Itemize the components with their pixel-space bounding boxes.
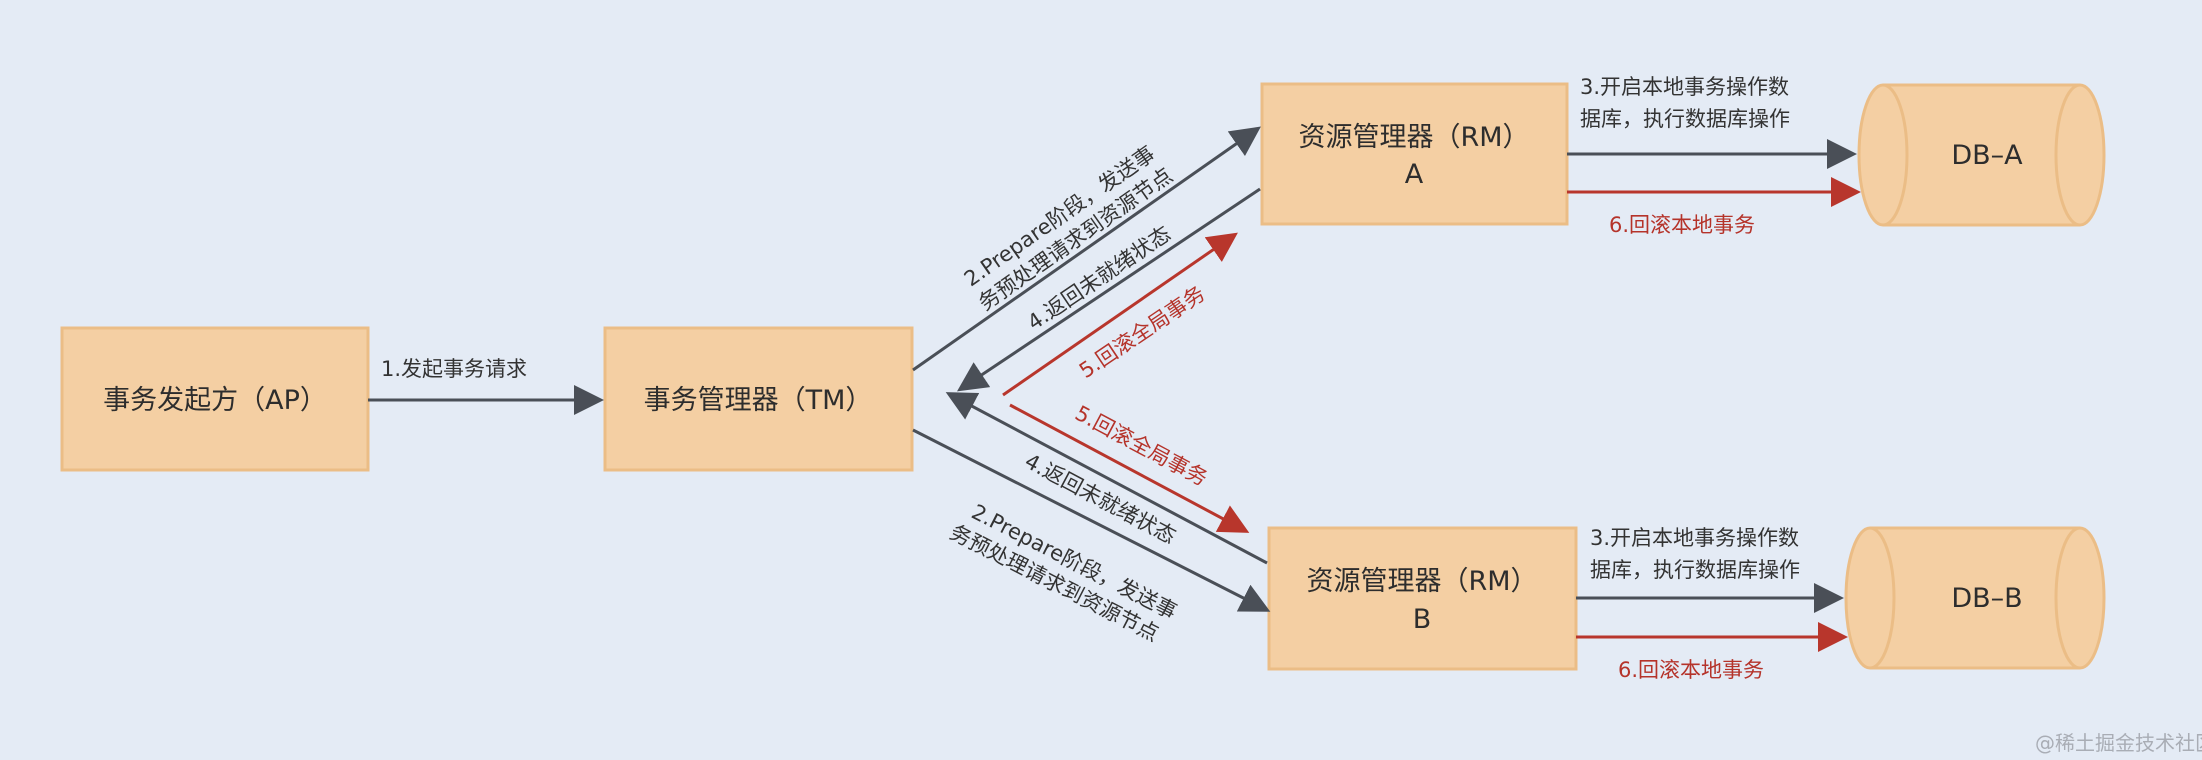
label-step6-a: 6.回滚本地事务 (1609, 213, 1755, 237)
db-b-cylinder: DB–B (1844, 526, 2106, 670)
node-rm-a: 资源管理器（RM） A (1260, 82, 1569, 226)
arrow-rollback-to-rm-a (1002, 232, 1238, 397)
arrow-rollback-to-rm-b (1009, 403, 1250, 533)
label-step3-b-line2: 据库，执行数据库操作 (1590, 558, 1800, 582)
node-rm-b-sub: B (1413, 604, 1432, 635)
label-step3-b-line1: 3.开启本地事务操作数 (1590, 526, 1799, 550)
node-rm-b-title: 资源管理器（RM） (1306, 566, 1537, 597)
label-step5-b: 5.回滚全局事务 (1071, 401, 1211, 491)
label-step3-a-line2: 据库，执行数据库操作 (1580, 107, 1790, 131)
node-ap: 事务发起方（AP） (60, 326, 370, 472)
db-a-label: DB–A (1951, 140, 2023, 171)
db-a-cylinder: DB–A (1857, 83, 2106, 227)
arrow-tm-to-rm-b (912, 428, 1271, 612)
node-rm-b: 资源管理器（RM） B (1267, 526, 1578, 671)
arrow-rm-a-to-tm (957, 187, 1261, 392)
node-rm-a-title: 资源管理器（RM） (1298, 122, 1529, 153)
node-tm: 事务管理器（TM） (603, 326, 914, 472)
arrow-rm-b-to-tm (945, 392, 1268, 565)
arrow-tm-to-rm-a (912, 126, 1261, 372)
node-ap-label: 事务发起方（AP） (103, 385, 327, 416)
db-b-label: DB–B (1951, 583, 2022, 614)
label-step3-a-line1: 3.开启本地事务操作数 (1580, 75, 1789, 99)
label-step1: 1.发起事务请求 (381, 357, 527, 381)
node-rm-a-sub: A (1405, 159, 1424, 190)
label-step6-b: 6.回滚本地事务 (1618, 658, 1764, 682)
node-tm-label: 事务管理器（TM） (644, 385, 873, 416)
watermark: @稀土掘金技术社区 (2035, 731, 2202, 755)
